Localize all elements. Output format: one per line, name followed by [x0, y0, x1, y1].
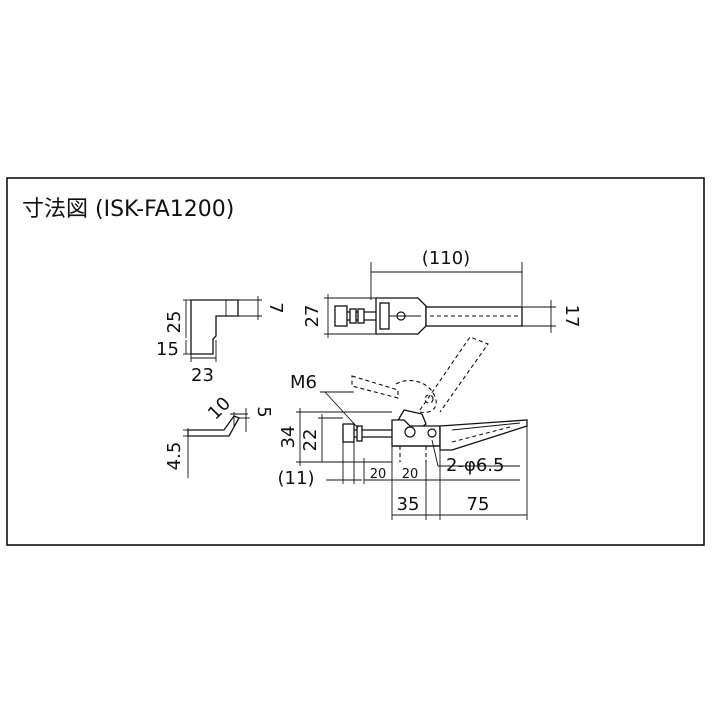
dim-label-35: 35 [397, 494, 420, 515]
dim-label-15: 15 [156, 339, 179, 360]
dim-label-7: 7 [265, 302, 286, 313]
dim-label-5: 5 [253, 406, 274, 417]
dim-label-27: 27 [302, 305, 323, 328]
dim-label-34: 34 [278, 426, 299, 449]
dim-label-23: 23 [191, 365, 214, 386]
clamp-top-view [324, 262, 556, 338]
dim-label-20a: 20 [370, 467, 387, 482]
dim-label-holes: 2-φ6.5 [446, 455, 504, 476]
dim-label-110: (110) [422, 248, 470, 269]
dim-label-m6: M6 [290, 372, 317, 393]
clamp-front-view [296, 336, 528, 520]
dim-label-22: 22 [300, 429, 321, 452]
drawing-border [6, 177, 705, 546]
dim-label-75: 75 [467, 494, 490, 515]
dim-label-11: (11) [278, 468, 315, 489]
bracket-top-view [183, 296, 262, 362]
dim-label-20b: 20 [402, 467, 419, 482]
dim-label-25: 25 [164, 311, 185, 334]
dim-label-17: 17 [561, 305, 582, 328]
drawing-title: 寸法図 (ISK-FA1200) [22, 197, 234, 222]
bracket-side-view [183, 408, 250, 478]
dim-label-4-5: 4.5 [164, 442, 185, 471]
